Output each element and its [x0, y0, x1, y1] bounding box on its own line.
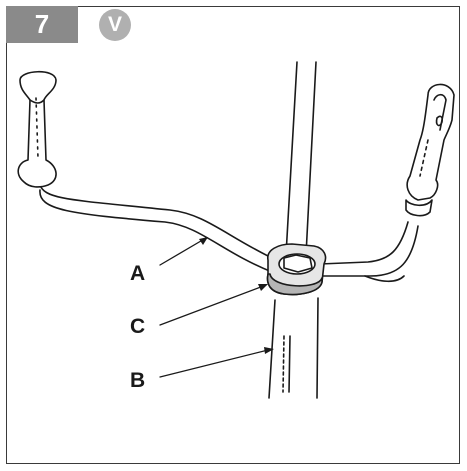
right-grip	[405, 83, 455, 217]
step-number: 7	[6, 6, 78, 43]
shaft	[268, 61, 319, 399]
clamp-knob	[266, 243, 327, 296]
leader-lines	[159, 237, 273, 378]
label-b: B	[130, 369, 145, 392]
shaft-marking	[282, 335, 291, 393]
left-grip	[17, 70, 57, 188]
handlebar-tube	[39, 184, 419, 283]
figure-frame	[6, 6, 460, 464]
arrowheads	[199, 237, 274, 354]
label-a: A	[130, 262, 145, 285]
step-badge: V	[99, 9, 131, 41]
label-c: C	[130, 315, 145, 338]
